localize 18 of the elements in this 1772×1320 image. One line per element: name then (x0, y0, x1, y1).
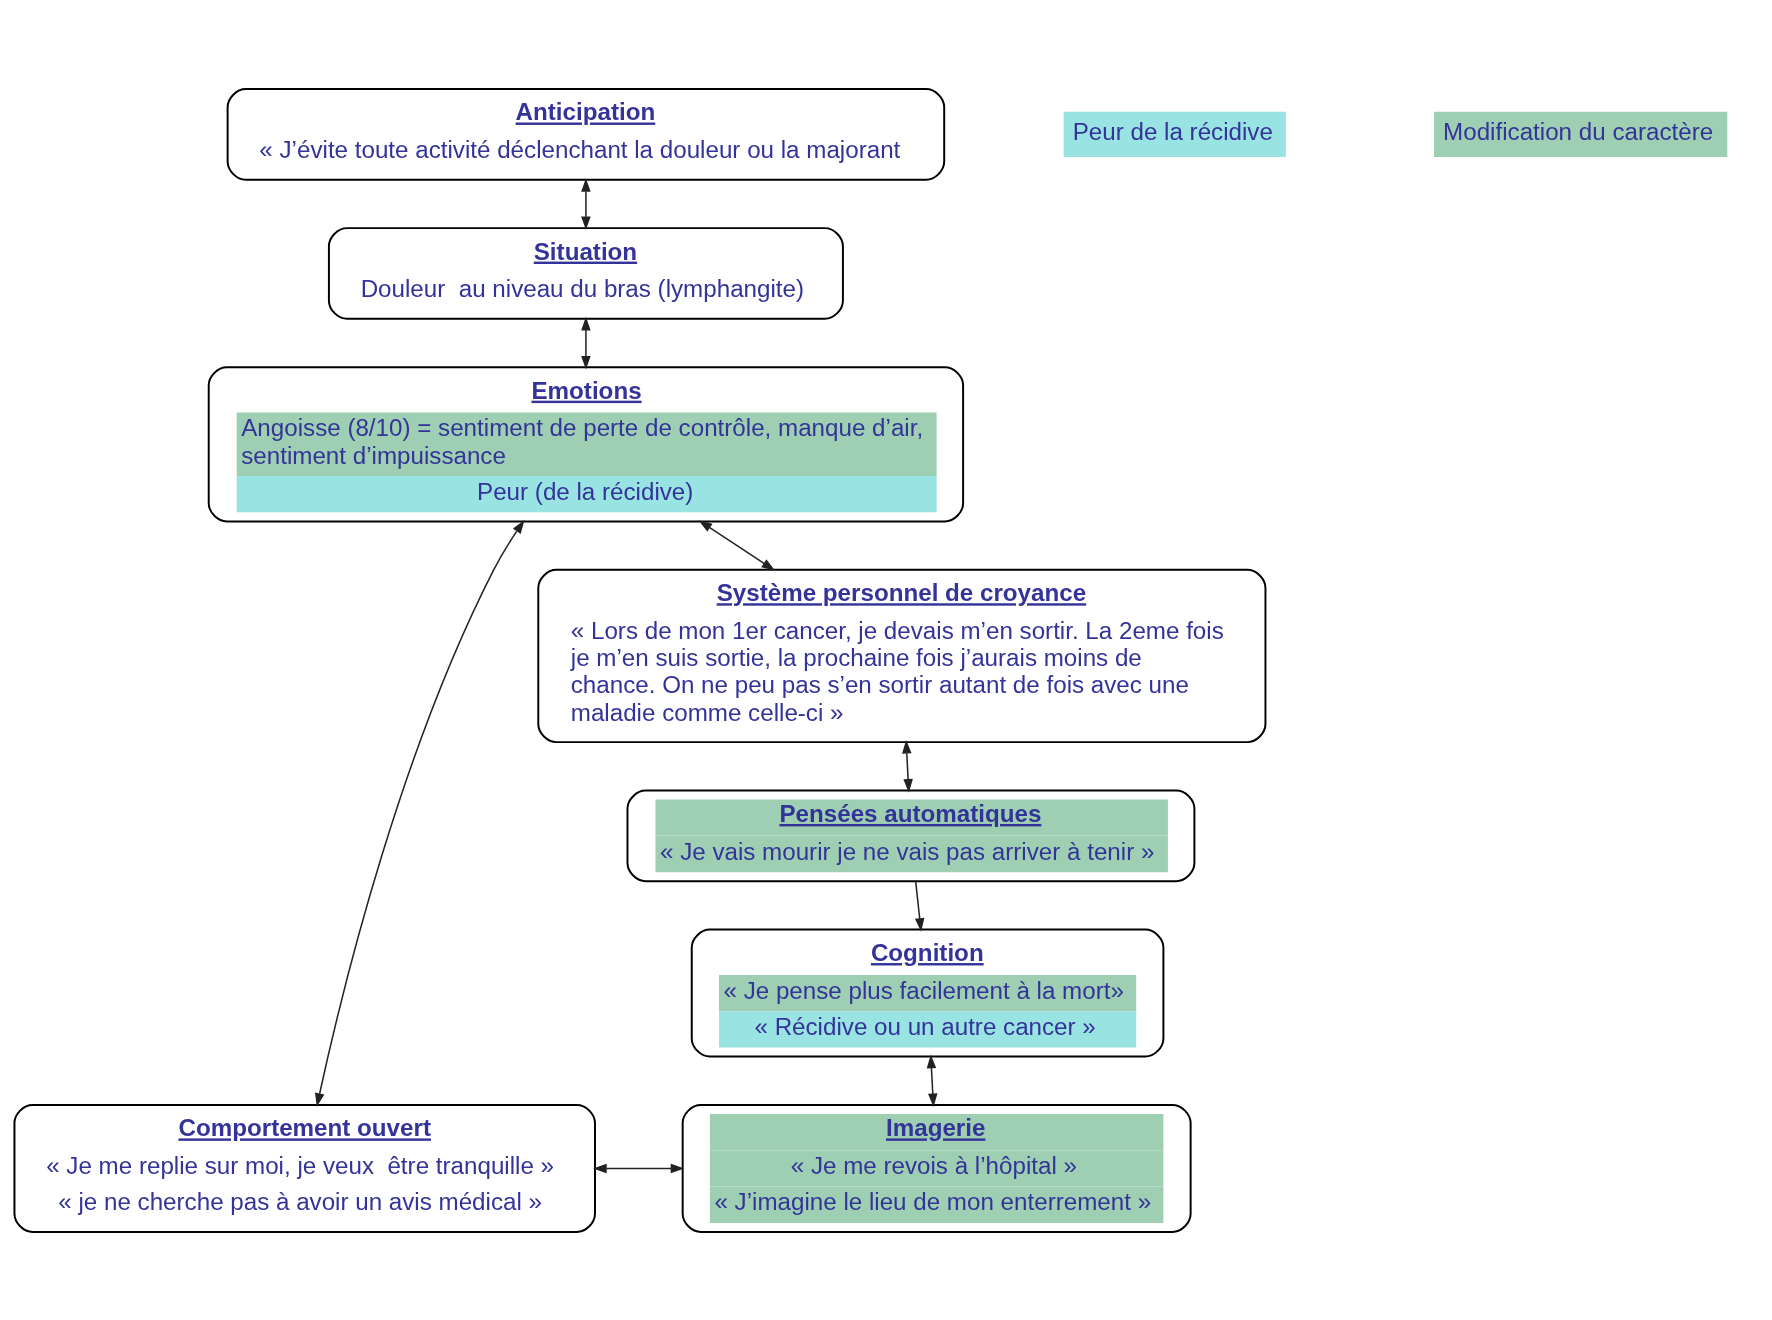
node-box: Situation Douleur au niveau du bras (lymphangite) (327, 226, 844, 320)
arrow (315, 519, 525, 1107)
arrow (581, 177, 591, 230)
node-box: Système personnel de croyance « Lors de mon 1er cancer, je devais m’en sortir. La 2eme fois je m’en suis sortie, la prochaine fois j’aurais moins de chance. On ne peu pas s’en sortir autant de fois avec une maladie comme celle-ci » (537, 568, 1267, 743)
node-box: Anticipation « J’évite toute activité déclenchant la douleur ou la majorant (226, 87, 946, 181)
arrow (926, 1054, 938, 1107)
node-box: Pensées automatiques « Je vais mourir je ne vais pas arriver à tenir » (626, 789, 1196, 882)
node-box: Comportement ouvert « Je me replie sur moi, je veux être tranquille » « je ne cherche pas à avoir un avis médical » (13, 1103, 596, 1233)
arrow (914, 880, 925, 932)
arrow (581, 316, 591, 369)
node-box: Emotions Angoisse (8/10) = sentiment de perte de contrôle, manque d’air, sentiment d’impuissance Peur (de la récidive) (207, 365, 965, 522)
node-box: Cognition « Je pense plus facilement à la mort» « Récidive ou un autre cancer » (690, 928, 1165, 1058)
legend-label: Modification du caractère (1443, 117, 1714, 145)
arrow (698, 519, 776, 571)
arrow (902, 739, 913, 793)
legend-label: Peur de la récidive (1072, 117, 1273, 145)
arrow (593, 1163, 685, 1173)
node-box: Imagerie « Je me revois à l’hôpital » « J’imagine le lieu de mon enterrement » (681, 1103, 1192, 1233)
